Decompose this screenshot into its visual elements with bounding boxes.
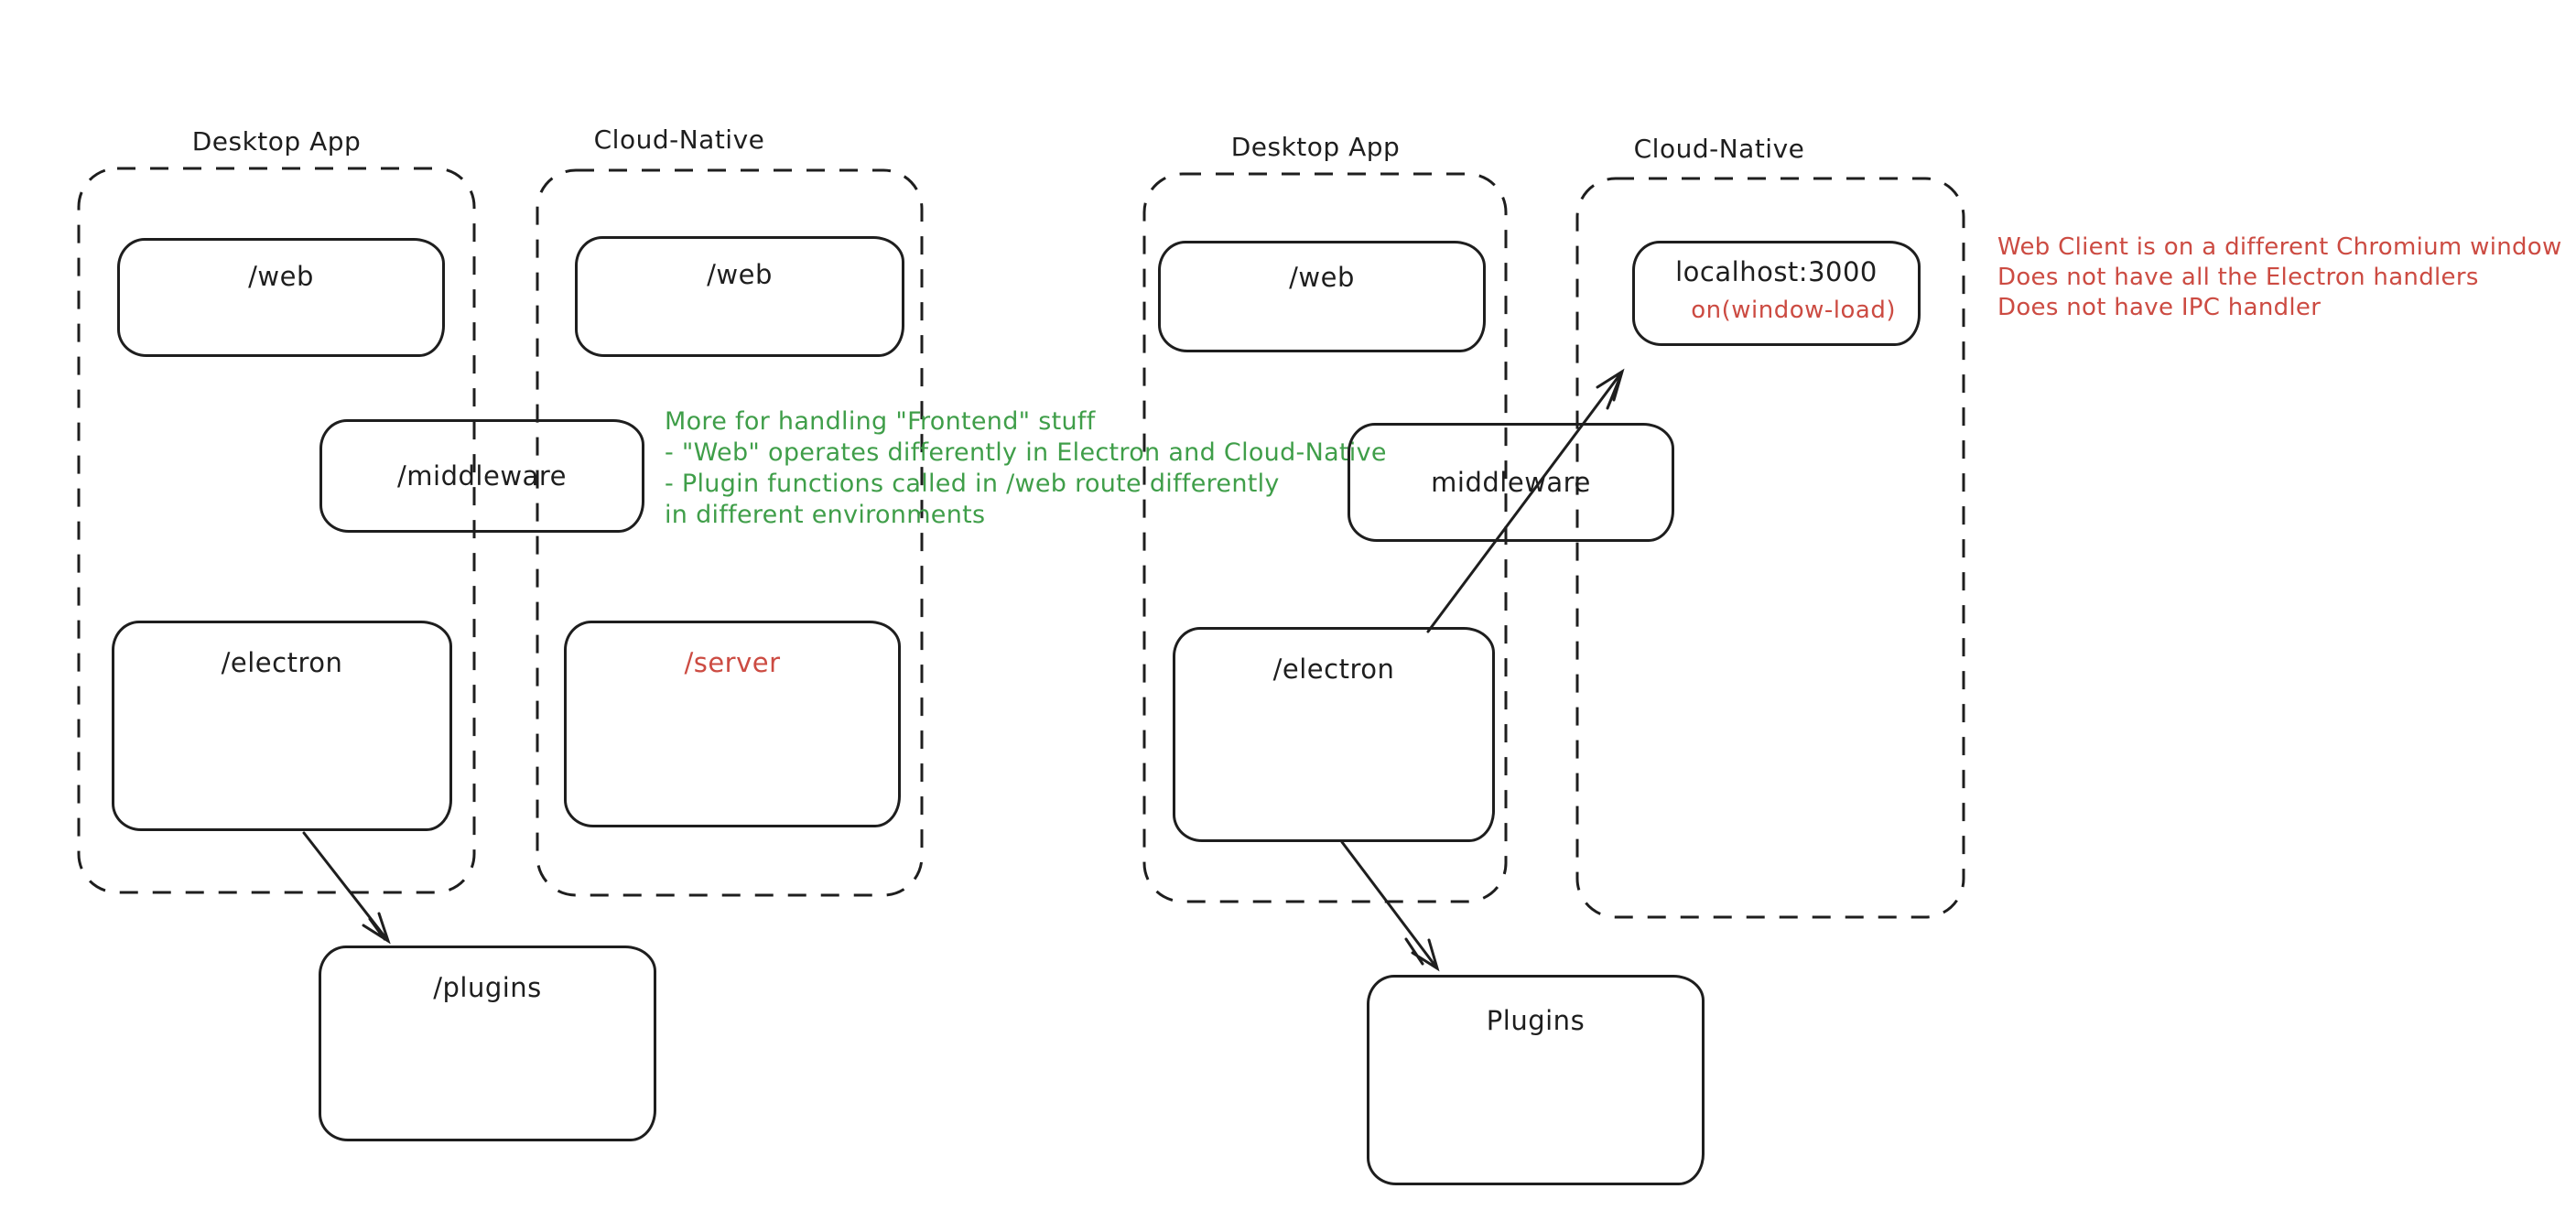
right-desktop-web-label: /web [1289, 262, 1355, 293]
window-load-label: on(window-load) [1691, 297, 1896, 324]
left-middleware-label: /middleware [397, 460, 567, 492]
green-annotation: More for handling "Frontend" stuff - "We… [665, 407, 1387, 529]
right-desktop-app-title: Desktop App [1230, 132, 1401, 162]
left-cloud-web-label: /web [707, 259, 773, 290]
right-desktop-web-box: /web [1158, 241, 1486, 352]
left-desktop-web-label: /web [248, 261, 314, 292]
right-plugins-label: Plugins [1486, 1005, 1586, 1036]
left-server-label: /server [684, 647, 781, 678]
right-middleware-box: middleware [1348, 423, 1674, 542]
arrow-electron-to-plugins-right [1340, 840, 1440, 972]
localhost-label: localhost:3000 [1675, 256, 1878, 287]
left-cloud-native-title: Cloud-Native [593, 124, 765, 155]
left-electron-box: /electron [112, 621, 452, 831]
group-desktop-app-right [1142, 172, 1508, 903]
left-server-box: /server [564, 621, 901, 827]
group-cloud-native-left [536, 168, 924, 897]
left-desktop-app-title: Desktop App [191, 126, 362, 157]
left-electron-label: /electron [221, 647, 343, 678]
red-annotation: Web Client is on a different Chromium wi… [1997, 233, 2562, 321]
right-plugins-box: Plugins [1367, 975, 1705, 1185]
right-electron-label: /electron [1272, 654, 1395, 685]
left-middleware-box: /middleware [319, 419, 644, 533]
left-desktop-web-box: /web [117, 238, 445, 357]
right-localhost-box: localhost:3000 on(window-load) [1632, 241, 1921, 346]
right-electron-box: /electron [1173, 627, 1495, 842]
left-plugins-label: /plugins [433, 972, 542, 1003]
group-cloud-native-right [1575, 177, 1965, 919]
right-middleware-label: middleware [1431, 467, 1591, 498]
left-plugins-box: /plugins [319, 946, 656, 1141]
arrow-electron-to-localhost [1426, 368, 1625, 633]
arrow-electron-to-plugins-left [302, 831, 391, 945]
left-cloud-web-box: /web [575, 236, 904, 357]
right-cloud-native-title: Cloud-Native [1633, 134, 1805, 164]
